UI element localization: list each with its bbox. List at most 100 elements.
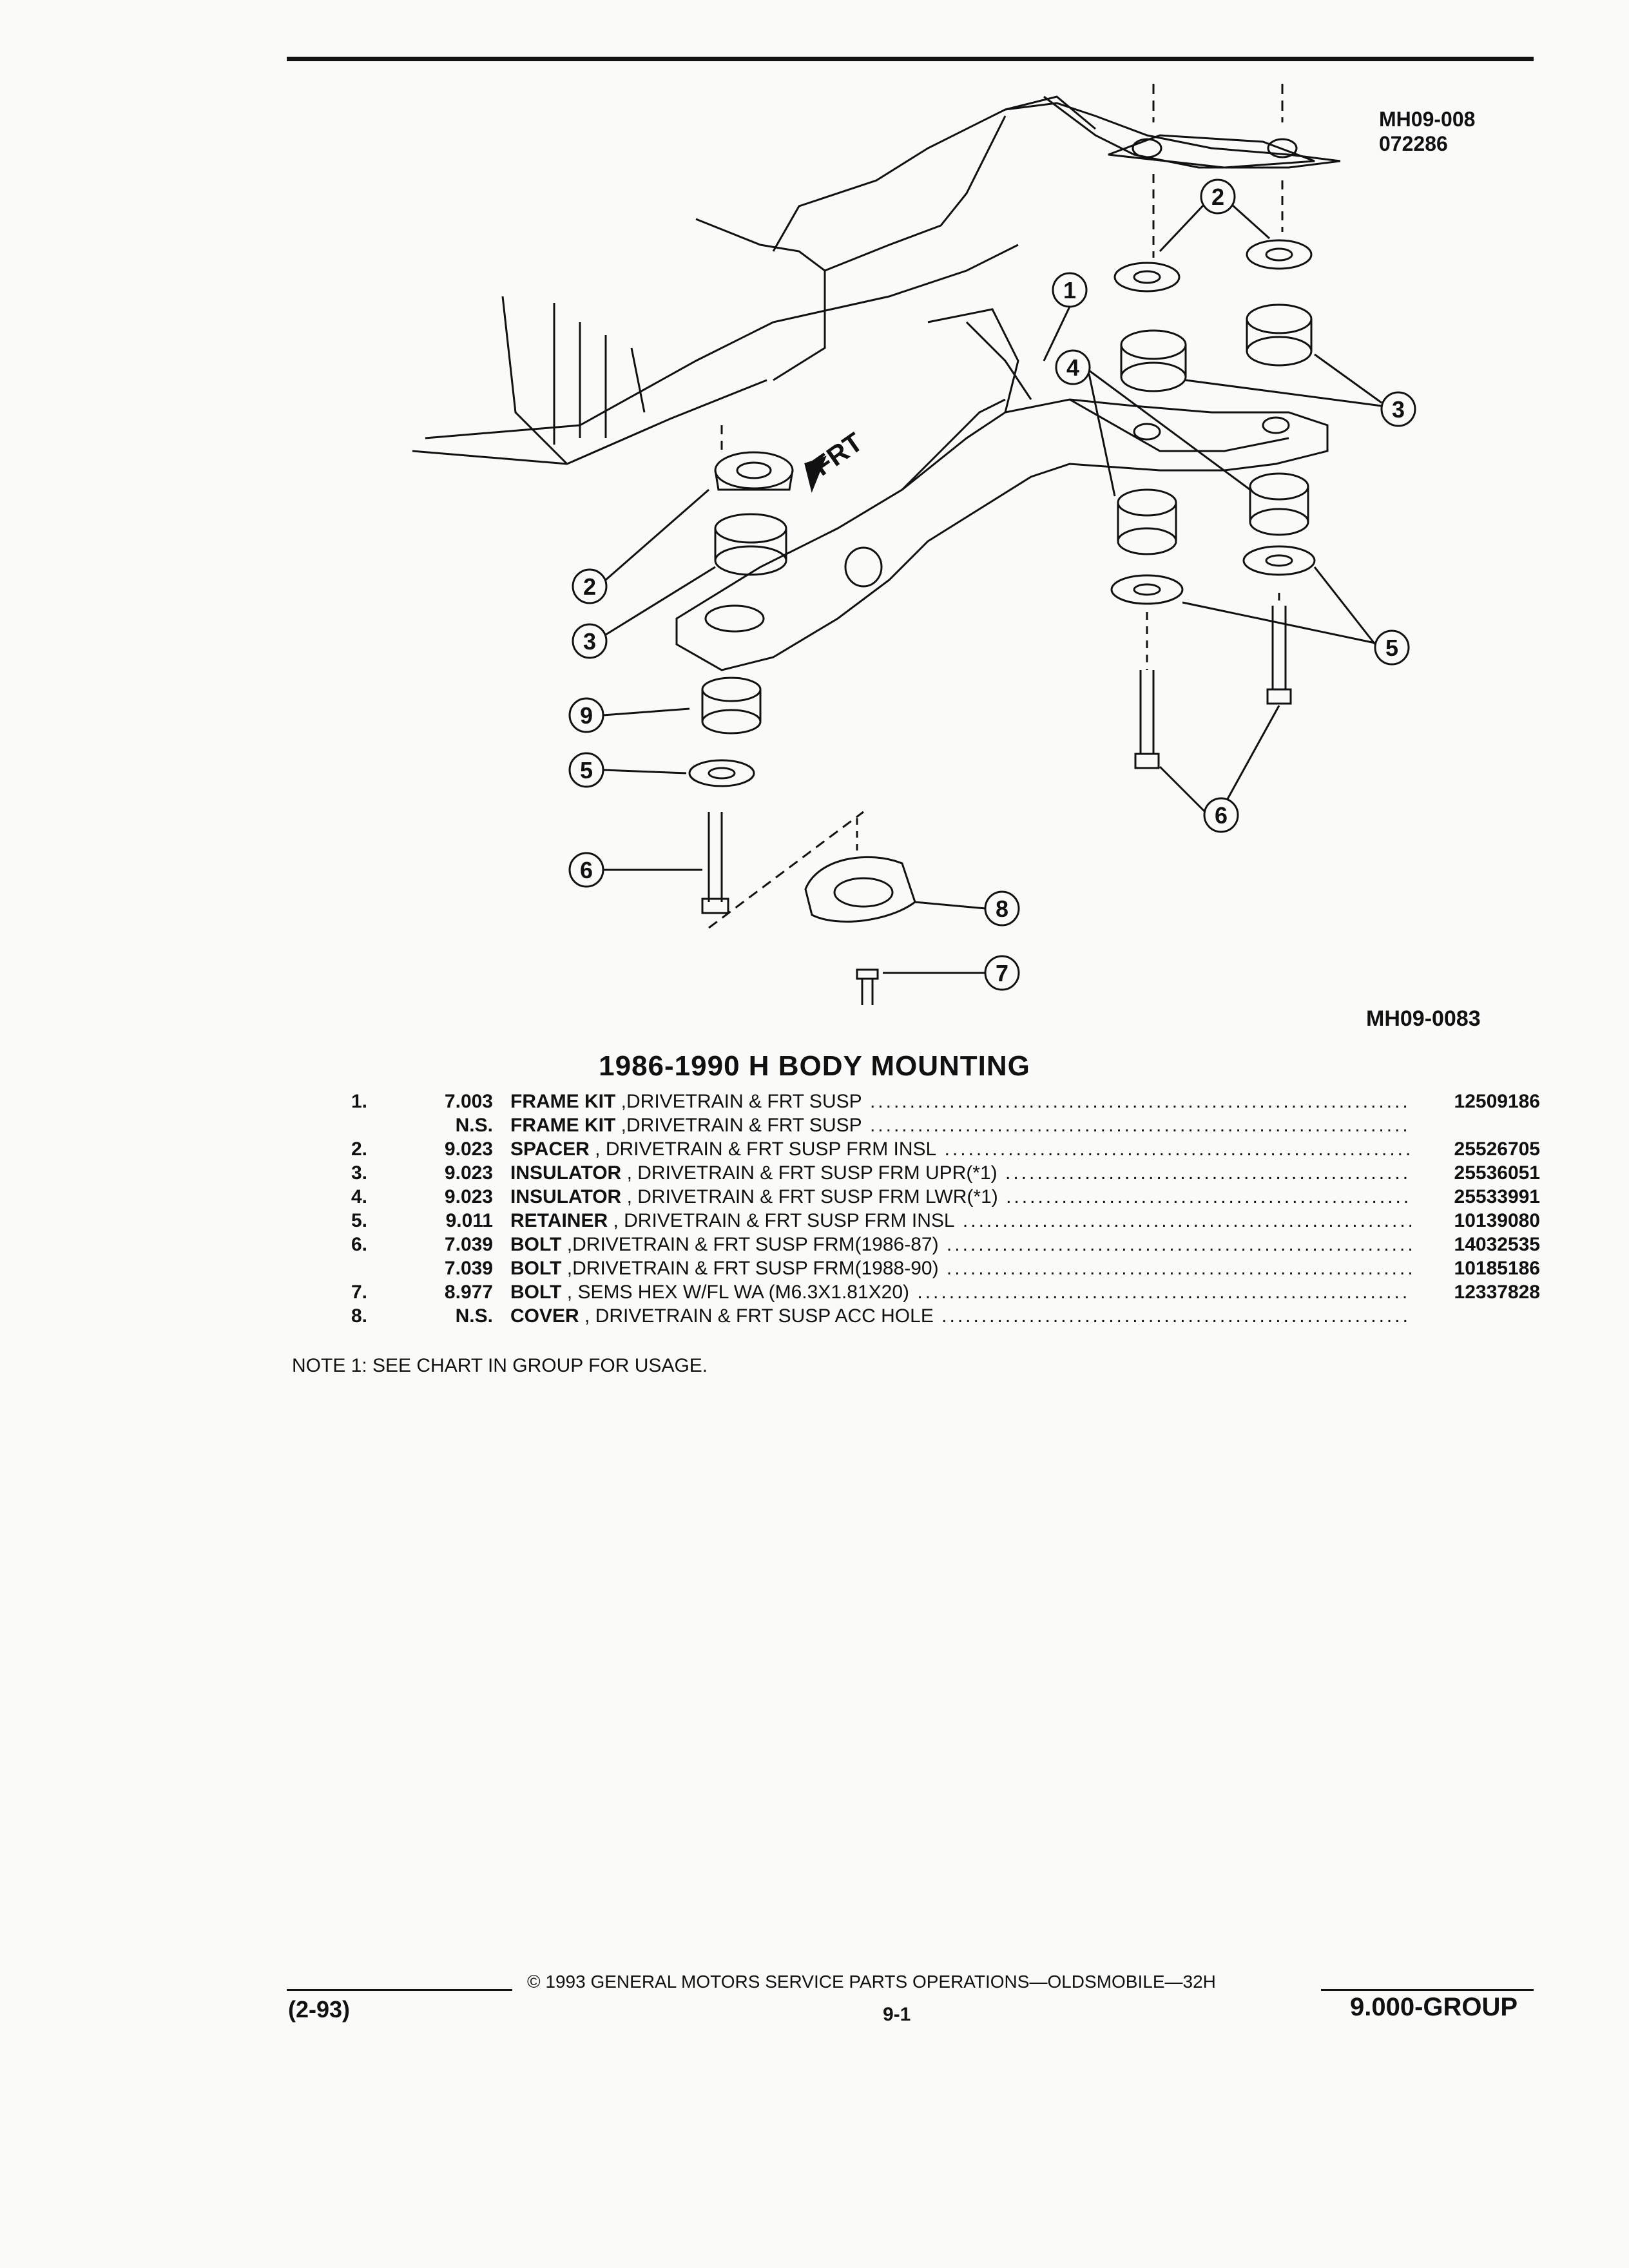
date-code: (2-93) <box>288 1996 351 2023</box>
group-code: N.S. <box>455 1305 493 1327</box>
part-name: SPACER <box>510 1139 590 1160</box>
svg-text:9: 9 <box>580 702 593 729</box>
left-stack <box>688 425 794 914</box>
item-number: 8. <box>351 1305 368 1327</box>
group-code: N.S. <box>455 1115 493 1136</box>
right-lower-stacks <box>1110 472 1316 769</box>
part-name: BOLT <box>510 1234 562 1255</box>
group-code: 9.011 <box>445 1210 493 1231</box>
group-code: 7.003 <box>444 1091 493 1112</box>
item-number: 1. <box>351 1091 368 1112</box>
part-name: RETAINER <box>510 1210 608 1231</box>
description: BOLT , SEMS HEX W/FL WA (M6.3X1.81X20) .… <box>510 1282 1411 1303</box>
usage-note: NOTE 1: SEE CHART IN GROUP FOR USAGE. <box>292 1355 708 1376</box>
description: FRAME KIT ,DRIVETRAIN & FRT SUSP .......… <box>510 1115 1411 1136</box>
description: COVER , DRIVETRAIN & FRT SUSP ACC HOLE .… <box>510 1305 1411 1327</box>
parts-list: 1. 7.003 FRAME KIT ,DRIVETRAIN & FRT SUS… <box>335 1091 1540 1329</box>
parts-row: 2. 9.023 SPACER , DRIVETRAIN & FRT SUSP … <box>335 1139 1540 1162</box>
svg-text:3: 3 <box>1392 396 1405 423</box>
part-name: BOLT <box>510 1258 562 1279</box>
copyright-line: © 1993 GENERAL MOTORS SERVICE PARTS OPER… <box>527 1972 1216 1992</box>
part-desc: , DRIVETRAIN & FRT SUSP FRM INSL <box>589 1139 937 1160</box>
parts-row: 7. 8.977 BOLT , SEMS HEX W/FL WA (M6.3X1… <box>335 1282 1540 1305</box>
group-label: 9.000-GROUP <box>1350 1993 1518 2021</box>
part-name: INSULATOR <box>510 1186 622 1207</box>
footer-rule-left <box>287 1989 512 1991</box>
parts-row: 1. 7.003 FRAME KIT ,DRIVETRAIN & FRT SUS… <box>335 1091 1540 1115</box>
part-desc: ,DRIVETRAIN & FRT SUSP <box>615 1115 862 1136</box>
part-desc: , DRIVETRAIN & FRT SUSP FRM UPR(*1) <box>621 1162 998 1184</box>
part-desc: ,DRIVETRAIN & FRT SUSP <box>615 1091 862 1112</box>
group-code: 7.039 <box>444 1258 493 1279</box>
item-number: 3. <box>351 1162 368 1184</box>
svg-text:6: 6 <box>580 857 593 883</box>
item-number: 7. <box>351 1282 368 1303</box>
group-code: 8.977 <box>444 1282 493 1303</box>
svg-text:1: 1 <box>1063 277 1076 303</box>
part-number: 14032535 <box>1454 1234 1540 1255</box>
description: SPACER , DRIVETRAIN & FRT SUSP FRM INSL … <box>510 1139 1411 1160</box>
item-number: 4. <box>351 1186 368 1207</box>
exploded-diagram: FRT 1 2 <box>412 84 1416 1005</box>
part-number: 25536051 <box>1454 1162 1540 1184</box>
part-number: 12337828 <box>1454 1282 1540 1303</box>
parts-row: 6. 7.039 BOLT ,DRIVETRAIN & FRT SUSP FRM… <box>335 1234 1540 1258</box>
group-code: 9.023 <box>444 1139 493 1160</box>
svg-text:7: 7 <box>996 960 1008 986</box>
part-desc: ,DRIVETRAIN & FRT SUSP FRM(1986-87) <box>561 1234 939 1255</box>
svg-text:3: 3 <box>583 628 596 655</box>
frame-cradle <box>675 308 1329 671</box>
part-number: 10139080 <box>1454 1210 1540 1231</box>
description: BOLT ,DRIVETRAIN & FRT SUSP FRM(1986-87)… <box>510 1234 1411 1255</box>
description: BOLT ,DRIVETRAIN & FRT SUSP FRM(1988-90)… <box>510 1258 1411 1279</box>
description: INSULATOR , DRIVETRAIN & FRT SUSP FRM LW… <box>510 1186 1411 1207</box>
svg-text:2: 2 <box>583 573 596 600</box>
svg-text:5: 5 <box>580 757 593 783</box>
group-code: 9.023 <box>444 1162 493 1184</box>
part-name: COVER <box>510 1305 579 1327</box>
footer-rule-right <box>1321 1989 1534 1991</box>
description: INSULATOR , DRIVETRAIN & FRT SUSP FRM UP… <box>510 1162 1411 1184</box>
svg-text:6: 6 <box>1215 802 1228 829</box>
parts-row: 3. 9.023 INSULATOR , DRIVETRAIN & FRT SU… <box>335 1162 1540 1186</box>
top-rule <box>287 57 1534 61</box>
parts-row: 4. 9.023 INSULATOR , DRIVETRAIN & FRT SU… <box>335 1186 1540 1210</box>
part-desc: , DRIVETRAIN & FRT SUSP FRM LWR(*1) <box>621 1186 998 1207</box>
section-title: 1986-1990 H BODY MOUNTING <box>599 1050 1030 1082</box>
description: FRAME KIT ,DRIVETRAIN & FRT SUSP .......… <box>510 1091 1411 1112</box>
part-name: FRAME KIT <box>510 1091 616 1112</box>
svg-text:8: 8 <box>996 896 1008 922</box>
part-desc: , DRIVETRAIN & FRT SUSP FRM INSL <box>608 1210 955 1231</box>
description: RETAINER , DRIVETRAIN & FRT SUSP FRM INS… <box>510 1210 1411 1231</box>
parts-row: N.S. FRAME KIT ,DRIVETRAIN & FRT SUSP ..… <box>335 1115 1540 1139</box>
body-outline <box>412 95 1341 465</box>
part-number: 25533991 <box>1454 1186 1540 1207</box>
access-cover <box>708 811 916 1005</box>
parts-row: 8. N.S. COVER , DRIVETRAIN & FRT SUSP AC… <box>335 1305 1540 1329</box>
part-number: 10185186 <box>1454 1258 1540 1279</box>
item-number: 6. <box>351 1234 368 1255</box>
part-name: FRAME KIT <box>510 1115 616 1136</box>
parts-row: 7.039 BOLT ,DRIVETRAIN & FRT SUSP FRM(19… <box>335 1258 1540 1282</box>
part-desc: , SEMS HEX W/FL WA (M6.3X1.81X20) <box>561 1282 910 1303</box>
figure-date-id: 072286 <box>1379 132 1448 155</box>
front-arrow: FRT <box>804 427 868 493</box>
part-desc: ,DRIVETRAIN & FRT SUSP FRM(1988-90) <box>561 1258 939 1279</box>
svg-text:2: 2 <box>1211 184 1224 210</box>
item-number: 5. <box>351 1210 368 1231</box>
part-name: INSULATOR <box>510 1162 622 1184</box>
svg-text:4: 4 <box>1066 354 1079 381</box>
page-number: 9-1 <box>883 2004 911 2025</box>
callouts: 1 2 2 3 3 4 5 5 6 6 7 8 9 <box>568 178 1416 991</box>
figure-caption: MH09-0083 <box>1366 1006 1481 1031</box>
figure-id: MH09-008 <box>1379 108 1476 131</box>
group-code: 7.039 <box>444 1234 493 1255</box>
group-code: 9.023 <box>444 1186 493 1207</box>
part-number: 12509186 <box>1454 1091 1540 1112</box>
right-upper-stacks <box>1108 84 1315 392</box>
svg-text:5: 5 <box>1385 635 1398 661</box>
part-number: 25526705 <box>1454 1139 1540 1160</box>
part-desc: , DRIVETRAIN & FRT SUSP ACC HOLE <box>579 1305 934 1327</box>
part-name: BOLT <box>510 1282 562 1303</box>
item-number: 2. <box>351 1139 368 1160</box>
